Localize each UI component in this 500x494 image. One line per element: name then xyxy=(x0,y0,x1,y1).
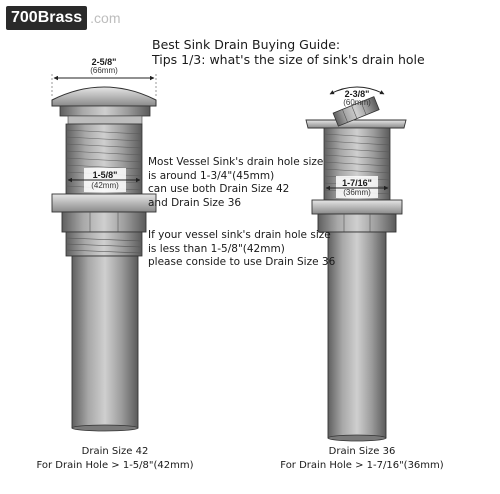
title-line-2: Tips 1/3: what's the size of sink's drai… xyxy=(152,52,425,67)
left-caption-hole: For Drain Hole > 1-5/8"(42mm) xyxy=(36,460,194,471)
left-cap-dimension: 2-5/8" xyxy=(91,57,117,67)
note-line: and Drain Size 36 xyxy=(148,196,242,209)
brand-logo: 700Brass .com xyxy=(6,6,121,30)
right-body-dimension-mm: (36mm) xyxy=(343,188,371,197)
right-drain-caption: Drain Size 36 For Drain Hole > 1-7/16"(3… xyxy=(262,445,462,473)
note-line: is less than 1-5/8"(42mm) xyxy=(148,242,285,255)
guide-title: Best Sink Drain Buying Guide: Tips 1/3: … xyxy=(152,37,425,67)
brand-suffix: .com xyxy=(90,10,121,26)
left-drain-drawing xyxy=(51,74,157,432)
left-cap-dimension-mm: (66mm) xyxy=(90,66,118,75)
left-body-dimension-mm: (42mm) xyxy=(91,181,119,190)
note-line: can use both Drain Size 42 xyxy=(148,183,290,195)
note-line: Most Vessel Sink's drain hole size xyxy=(148,156,324,168)
note-vessel-sink: Most Vessel Sink's drain hole size is ar… xyxy=(148,156,348,210)
note-small-hole: If your vessel sink's drain hole size is… xyxy=(148,229,358,270)
title-line-1: Best Sink Drain Buying Guide: xyxy=(152,37,341,52)
right-cap-dimension: 2-3/8" xyxy=(344,89,370,99)
right-caption-size: Drain Size 36 xyxy=(328,446,396,457)
brand-name: 700Brass xyxy=(6,6,88,30)
left-body-dimension: 1-5/8" xyxy=(92,170,118,180)
note-line: please conside to use Drain Size 36 xyxy=(148,256,336,268)
right-body-dimension: 1-7/16" xyxy=(342,178,372,188)
right-caption-hole: For Drain Hole > 1-7/16"(36mm) xyxy=(280,460,444,471)
left-drain-caption: Drain Size 42 For Drain Hole > 1-5/8"(42… xyxy=(20,445,210,473)
note-line: If your vessel sink's drain hole size xyxy=(148,229,331,241)
left-caption-size: Drain Size 42 xyxy=(81,446,149,457)
right-drain-drawing xyxy=(305,86,407,442)
right-cap-dimension-mm: (60mm) xyxy=(343,98,371,107)
note-line: is around 1-3/4"(45mm) xyxy=(148,169,275,182)
